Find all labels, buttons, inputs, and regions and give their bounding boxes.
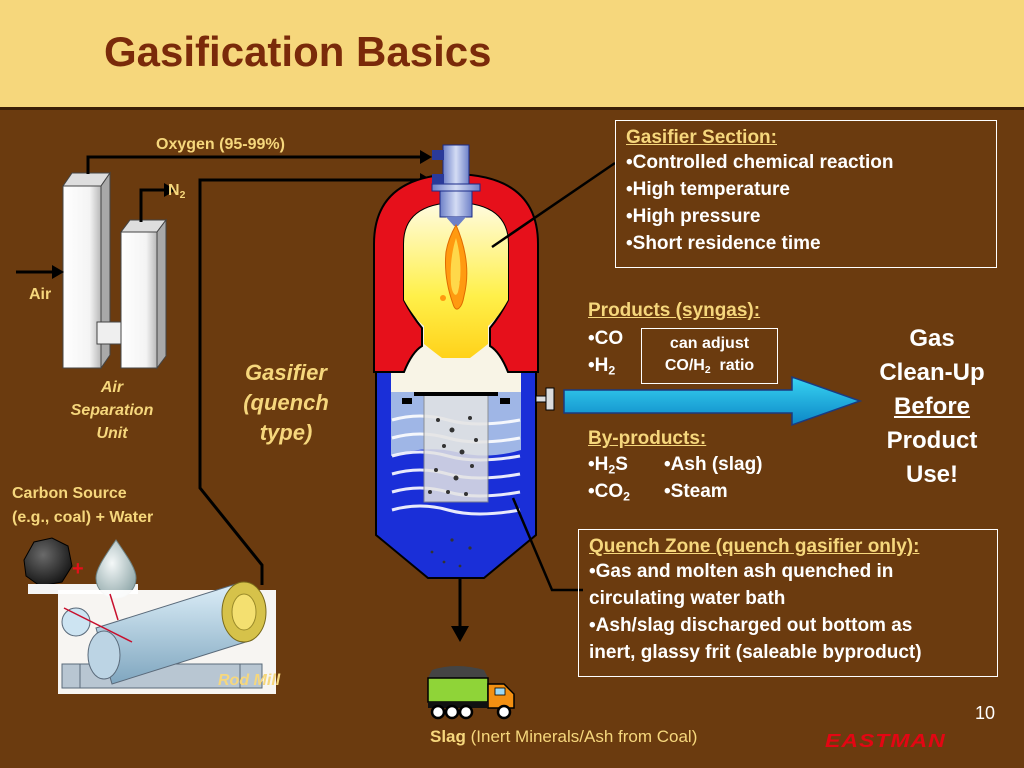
byproducts-heading: By-products: xyxy=(588,428,707,449)
air-label: Air xyxy=(29,286,52,303)
asu-label: Air Separation Unit xyxy=(70,379,154,442)
gasifier-section-heading: Gasifier Section: xyxy=(626,127,777,148)
burner-nozzle xyxy=(431,144,481,226)
quench-zone-box: Quench Zone (quench gasifier only): •Gas… xyxy=(578,529,998,677)
feed-line xyxy=(198,178,420,585)
gasifier-section-box: Gasifier Section: •Controlled chemical r… xyxy=(615,120,997,268)
gasifier-type-label: Gasifier (quench type) xyxy=(243,360,329,445)
gas-cleanup-label: Gas Clean-Up Before Product Use! xyxy=(879,325,985,488)
quench-zone-item: •Ash/slag discharged out bottom as xyxy=(589,615,913,636)
product-co: •CO xyxy=(588,328,624,349)
oxygen-line xyxy=(86,155,420,174)
quench-zone-item: inert, glassy frit (saleable byproduct) xyxy=(589,642,922,663)
gasifier-callout-line xyxy=(491,161,616,249)
quench-zone-item: •Gas and molten ash quenched in xyxy=(589,561,894,582)
gasifier-section-item: •Controlled chemical reaction xyxy=(626,152,894,173)
water-drop-icon xyxy=(95,539,137,599)
n2-label: N2 xyxy=(168,182,186,202)
byproduct-steam: •Steam xyxy=(664,481,728,502)
plus-sign: + xyxy=(72,558,84,580)
air-inlet-arrowhead xyxy=(52,265,64,279)
byproduct-h2s: •H2S xyxy=(588,454,628,477)
gasifier-section-item: •High temperature xyxy=(626,179,790,200)
product-h2: •H2 xyxy=(588,355,616,378)
n2-line xyxy=(139,188,166,222)
rod-mill-label: Rod Mill xyxy=(218,672,281,689)
n2-arrowhead xyxy=(164,183,176,197)
gasifier-section-item: •High pressure xyxy=(626,206,761,227)
co-h2-ratio-box: can adjust CO/H2 ratio xyxy=(641,328,778,384)
quench-zone-item: circulating water bath xyxy=(589,588,786,609)
syngas-arrow xyxy=(563,375,863,427)
eastman-logo: EASTMAN xyxy=(825,730,946,751)
coal-lump-icon xyxy=(23,537,73,587)
quench-callout-line xyxy=(511,497,583,592)
products-heading: Products (syngas): xyxy=(588,300,761,321)
byproduct-co2: •CO2 xyxy=(588,481,631,504)
oxygen-arrowhead xyxy=(420,150,432,164)
gasifier-vessel xyxy=(373,172,539,642)
title-bar: Gasification Basics xyxy=(0,0,1024,110)
quench-zone-heading: Quench Zone (quench gasifier only): xyxy=(589,536,920,557)
process-diagram xyxy=(16,144,863,720)
rod-mill-icon xyxy=(58,581,276,694)
slag-label: Slag (Inert Minerals/Ash from Coal) xyxy=(430,727,698,746)
slide-title: Gasification Basics xyxy=(104,28,492,75)
gasifier-section-item: •Short residence time xyxy=(626,233,821,254)
air-separation-unit xyxy=(62,171,167,370)
carbon-source-label: Carbon Source (e.g., coal) + Water xyxy=(12,485,154,526)
byproduct-ash: •Ash (slag) xyxy=(664,454,763,475)
oxygen-label: Oxygen (95-99%) xyxy=(156,136,285,153)
page-number: 10 xyxy=(975,703,996,723)
slag-truck-icon xyxy=(427,666,515,720)
